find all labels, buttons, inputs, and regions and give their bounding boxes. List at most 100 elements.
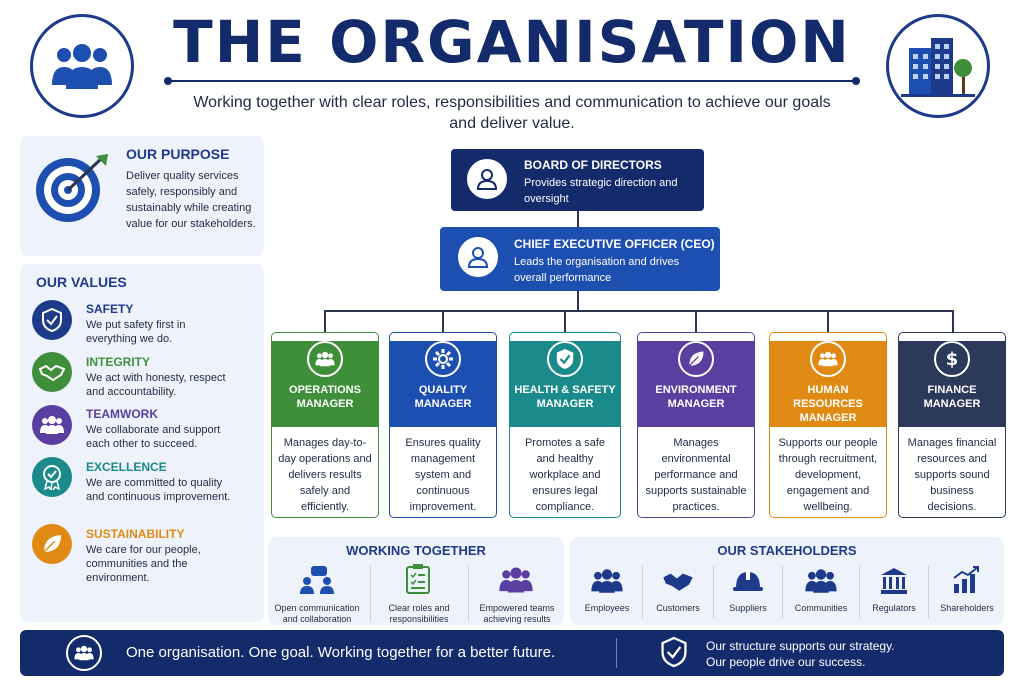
stakeholder-label: Employees [584, 603, 630, 613]
connector-line [827, 310, 829, 332]
values-title: OUR VALUES [36, 274, 127, 290]
dollar-icon: $ [934, 341, 970, 377]
manager-description: Ensures quality management system and co… [405, 437, 481, 513]
manager-description: Promotes a safe and healthy workplace an… [524, 437, 606, 513]
manager-title-line2: MANAGER [667, 398, 725, 410]
connector-line [324, 310, 953, 312]
manager-description: Manages environmental performance and su… [645, 437, 747, 513]
manager-title-line1: HUMAN RESOURCES [793, 384, 863, 410]
connector-line [324, 310, 326, 332]
leaf-icon [32, 524, 72, 564]
stakeholders-title: OUR STAKEHOLDERS [717, 543, 857, 558]
connector-line [952, 310, 954, 332]
value-text-teamwork: We collaborate and support each other to… [86, 424, 221, 450]
purpose-title: OUR PURPOSE [126, 146, 230, 162]
working-item-label: Open communication and collaboration [274, 603, 360, 624]
value-name-sustainability: SUSTAINABILITY [86, 527, 185, 541]
value-name-excellence: EXCELLENCE [86, 460, 167, 474]
team-icon [66, 635, 102, 671]
environment-manager-card: ENVIRONMENT MANAGER Manages environmenta… [637, 332, 755, 518]
gear-icon [425, 341, 461, 377]
target-icon [34, 152, 112, 229]
manager-title-line2: MANAGER [536, 398, 594, 410]
team-icon [498, 566, 534, 599]
handshake-icon [660, 570, 696, 597]
award-icon [32, 457, 72, 497]
footer-line-1: Our structure supports our strategy. [706, 639, 895, 653]
board-text: Provides strategic direction and oversig… [524, 177, 678, 205]
manager-title-line1: ENVIRONMENT [655, 384, 737, 396]
human-resources-manager-card: HUMAN RESOURCES MANAGER Supports our peo… [769, 332, 887, 518]
shield-check-icon [32, 300, 72, 340]
growth-chart-icon [952, 566, 980, 599]
purpose-text: Deliver quality services safely, respons… [126, 170, 256, 230]
connector-line [564, 310, 566, 332]
separator [782, 566, 783, 618]
ceo-title: CHIEF EXECUTIVE OFFICER (CEO) [514, 237, 715, 251]
manager-title-line2: MANAGER [414, 398, 472, 410]
team-icon [307, 341, 343, 377]
separator [468, 566, 469, 622]
stakeholder-label: Suppliers [729, 603, 767, 613]
manager-title-line2: MANAGER [799, 412, 857, 424]
separator [713, 566, 714, 618]
value-name-teamwork: TEAMWORK [86, 407, 158, 421]
page-title: THE ORGANISATION [173, 8, 851, 76]
stakeholder-label: Regulators [872, 603, 916, 613]
manager-title-line2: MANAGER [923, 398, 981, 410]
person-icon [467, 159, 507, 199]
checklist-icon [406, 564, 430, 599]
manager-description: Manages day-to-day operations and delive… [278, 437, 372, 513]
separator [370, 566, 371, 622]
separator [642, 566, 643, 618]
connector-line [577, 211, 579, 227]
manager-title-line1: QUALITY [418, 384, 468, 396]
connector-line [695, 310, 697, 332]
value-name-safety: SAFETY [86, 302, 134, 316]
hard-hat-icon [733, 568, 763, 599]
value-text-safety: We put safety first in everything we do. [86, 319, 186, 345]
separator [859, 566, 860, 618]
team-icon [32, 405, 72, 445]
manager-title-line1: OPERATIONS [289, 384, 361, 396]
stakeholder-label: Customers [656, 603, 700, 613]
board-of-directors-box: BOARD OF DIRECTORS Provides strategic di… [451, 149, 704, 211]
team-icon [810, 341, 846, 377]
value-text-sustainability: We care for our people, communities and … [86, 544, 201, 584]
page-subtitle: Working together with clear roles, respo… [193, 94, 831, 132]
ceo-box: CHIEF EXECUTIVE OFFICER (CEO) Leads the … [440, 227, 720, 291]
office-building-icon [886, 14, 990, 118]
footer-line-2: Our people drive our success. [706, 655, 866, 669]
quality-manager-card: QUALITY MANAGER Ensures quality manageme… [389, 332, 497, 518]
manager-title-line2: MANAGER [296, 398, 354, 410]
working-item-label: Empowered teams achieving results [479, 603, 555, 624]
people-icon [590, 568, 624, 599]
footer-slogan: One organisation. One goal. Working toge… [126, 644, 556, 661]
people-group-icon [30, 14, 134, 118]
government-icon [880, 567, 908, 600]
separator [928, 566, 929, 618]
operations-manager-card: OPERATIONS MANAGER Manages day-to-day op… [271, 332, 379, 518]
board-title: BOARD OF DIRECTORS [524, 158, 662, 172]
manager-title-line1: FINANCE [927, 384, 977, 396]
stakeholder-label: Communities [794, 603, 848, 613]
title-divider [164, 77, 860, 85]
manager-title-line1: HEALTH & SAFETY [514, 384, 616, 396]
person-icon [458, 237, 498, 277]
shield-check-icon [547, 341, 583, 377]
connector-line [442, 310, 444, 332]
working-item-label: Clear roles and responsibilities [388, 603, 450, 624]
shield-check-icon [660, 636, 688, 673]
value-text-excellence: We are committed to quality and continuo… [86, 477, 231, 503]
value-text-integrity: We act with honesty, respect and account… [86, 372, 226, 398]
footer-banner: One organisation. One goal. Working toge… [20, 630, 1004, 676]
finance-manager-card: $ FINANCE MANAGER Manages financial reso… [898, 332, 1006, 518]
stakeholder-label: Shareholders [940, 603, 994, 613]
ceo-text: Leads the organisation and drives overal… [514, 256, 680, 284]
health-safety-manager-card: HEALTH & SAFETY MANAGER Promotes a safe … [509, 332, 621, 518]
chat-people-icon [299, 566, 335, 599]
value-name-integrity: INTEGRITY [86, 355, 151, 369]
connector-line [577, 291, 579, 311]
separator [616, 638, 617, 668]
handshake-icon [32, 352, 72, 392]
